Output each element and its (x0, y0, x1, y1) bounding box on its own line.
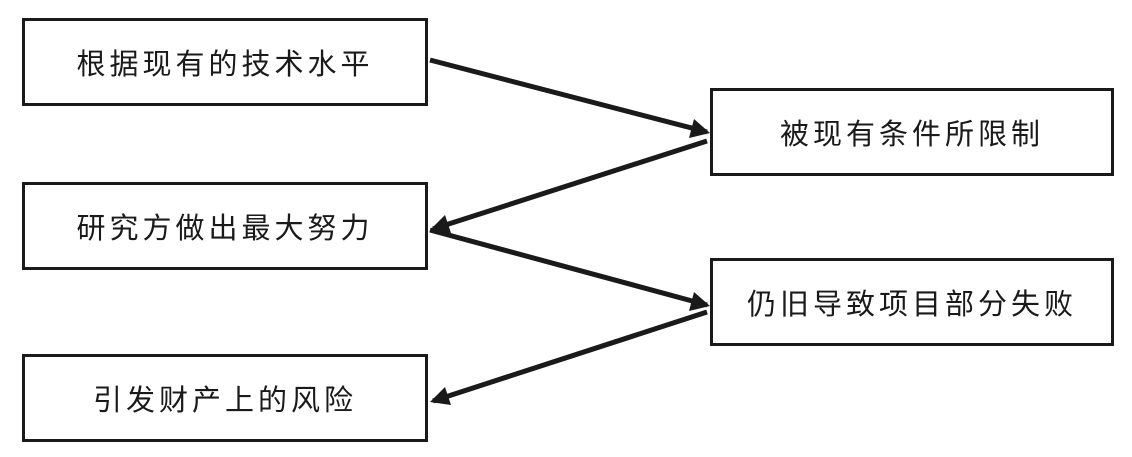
arrowhead-2-to-3 (430, 215, 451, 233)
node-label: 被现有条件所限制 (779, 117, 1044, 151)
arrow-4-to-5 (432, 309, 708, 404)
node-research-effort: 研究方做出最大努力 (22, 182, 428, 270)
node-label: 根据现有的技术水平 (76, 47, 374, 81)
node-property-risk: 引发财产上的风险 (22, 354, 428, 442)
arrow-2-to-3 (432, 138, 708, 232)
arrow-3-to-4 (429, 227, 708, 308)
node-label: 引发财产上的风险 (92, 383, 357, 417)
arrow-1-to-2 (429, 57, 708, 135)
node-partial-failure: 仍旧导致项目部分失败 (710, 258, 1114, 346)
node-technical-level: 根据现有的技术水平 (22, 18, 428, 106)
arrowhead-4-to-5 (430, 387, 451, 405)
node-limited-by-conditions: 被现有条件所限制 (710, 88, 1114, 176)
arrowhead-1-to-2 (689, 119, 710, 138)
node-label: 仍旧导致项目部分失败 (746, 287, 1077, 321)
arrowhead-3-to-4 (689, 292, 710, 311)
node-label: 研究方做出最大努力 (76, 211, 374, 245)
